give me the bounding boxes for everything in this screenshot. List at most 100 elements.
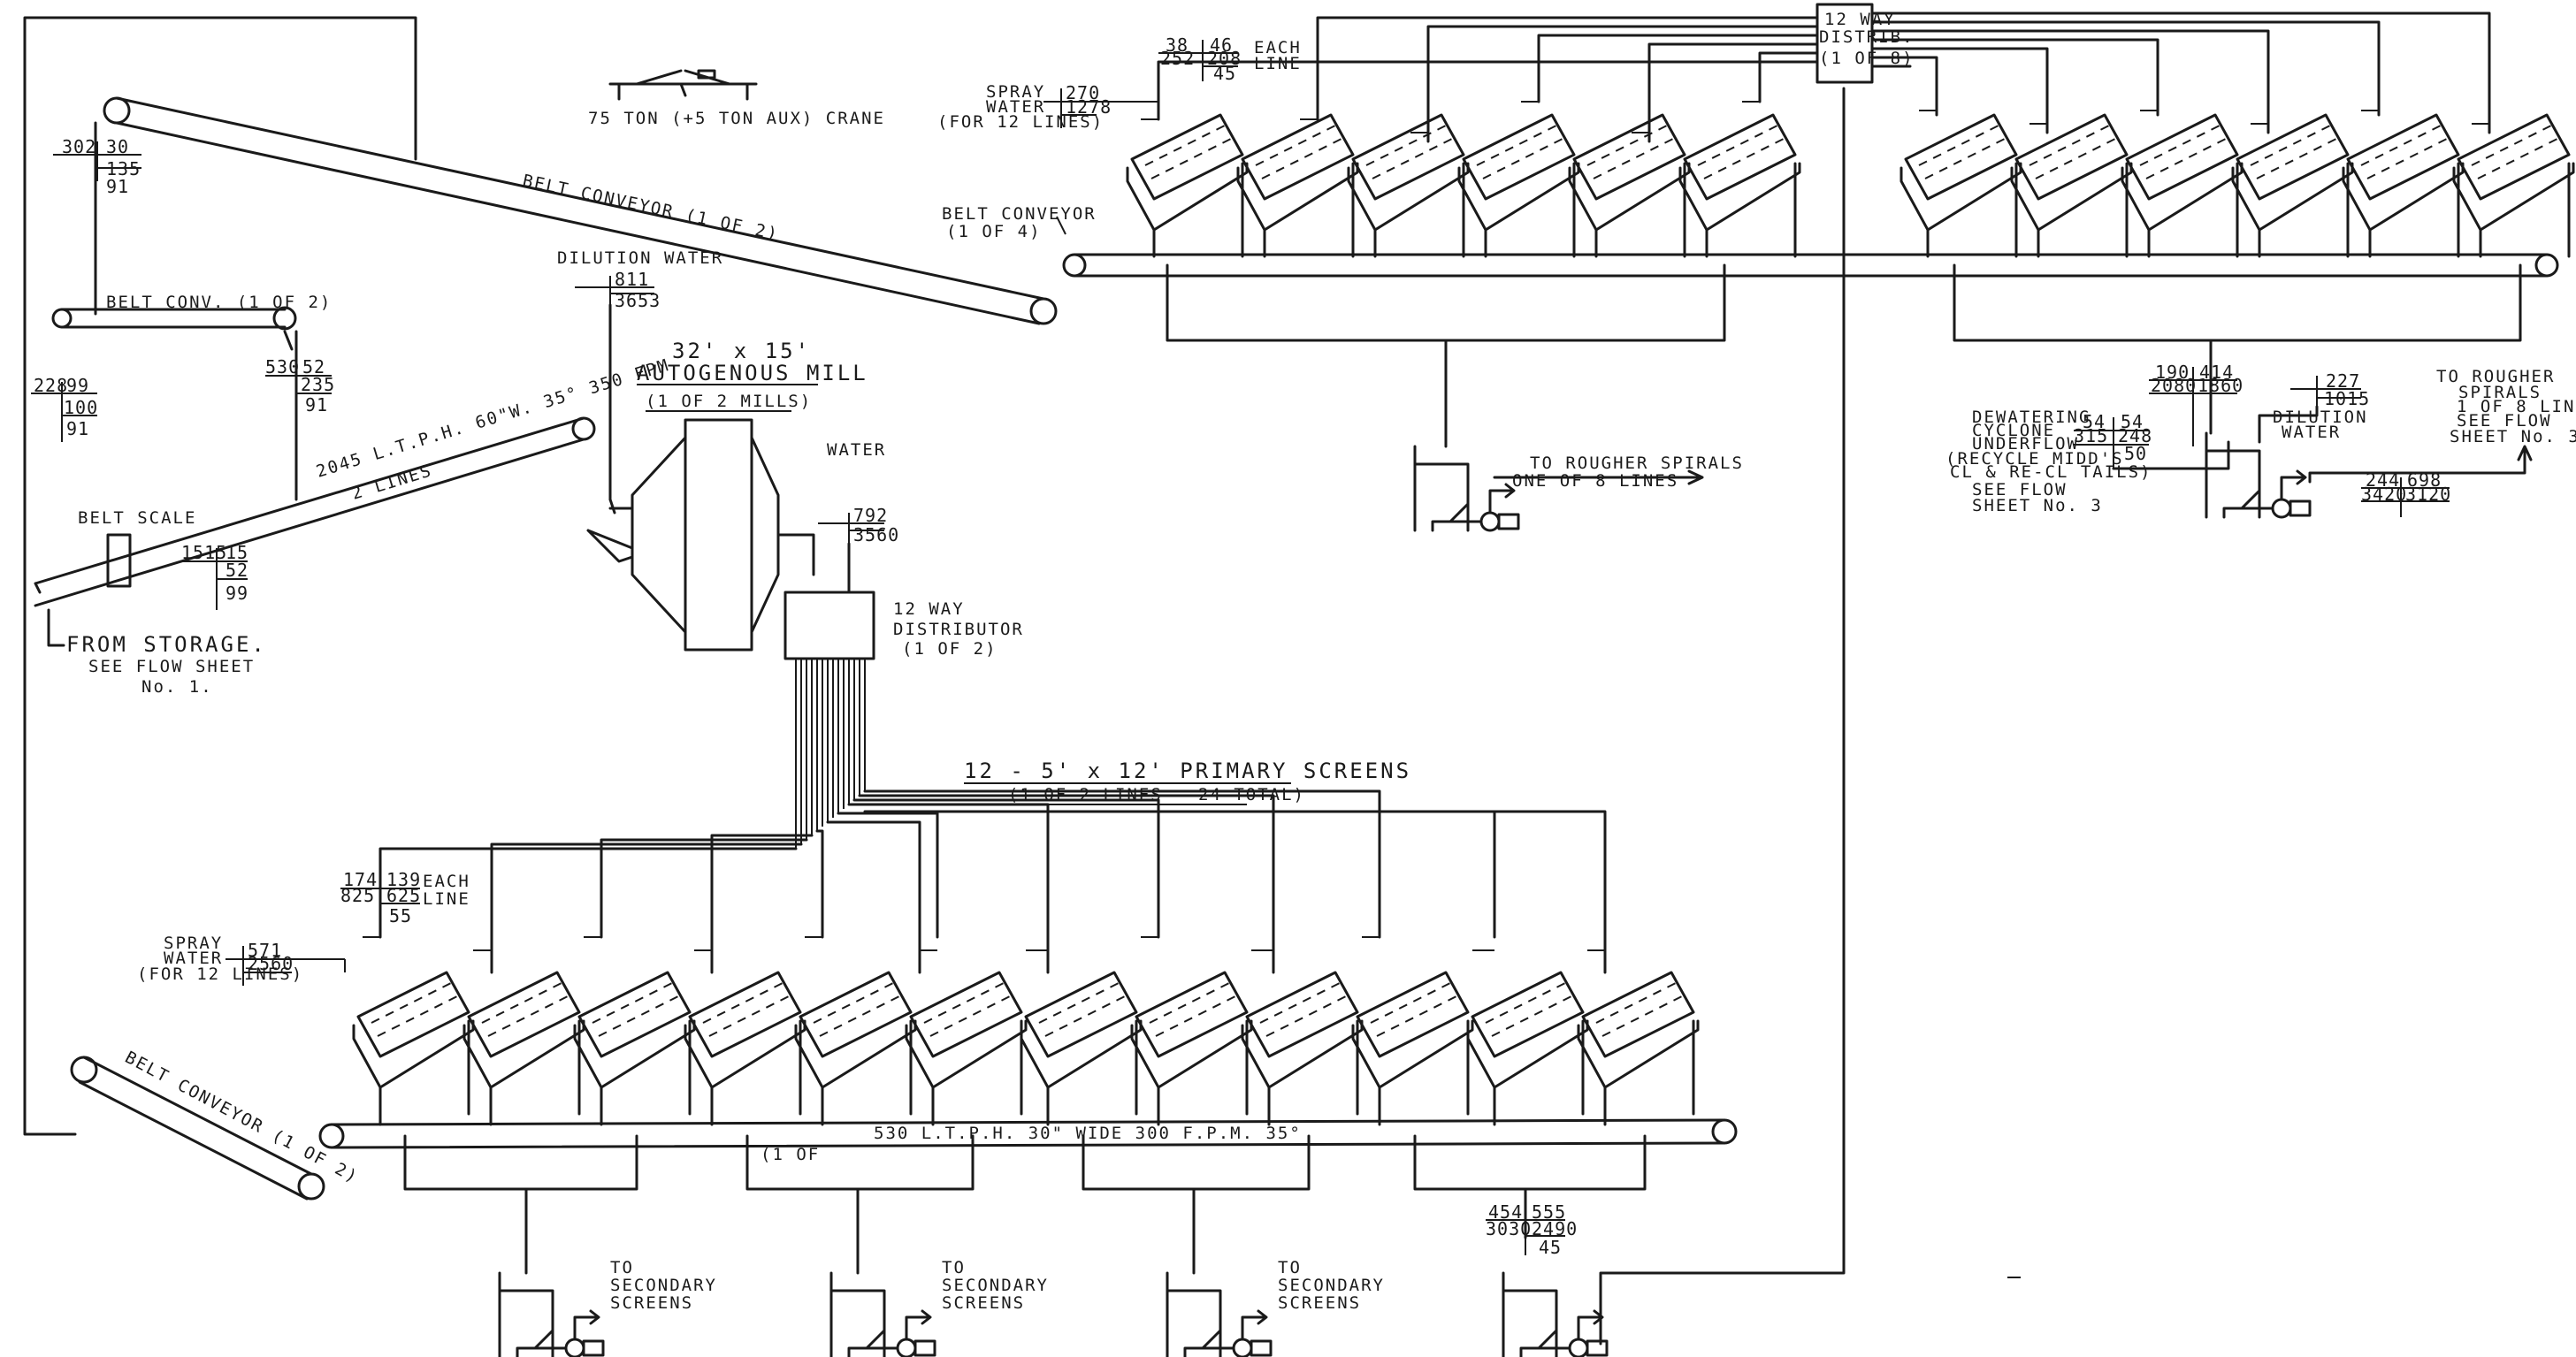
primary-screen-8: [1132, 972, 1251, 1114]
dewatering-5: CL & RE-CL TAILS): [1950, 462, 2152, 482]
s54-e: 50: [2124, 443, 2147, 464]
s244-d: 3120: [2405, 484, 2451, 505]
sump-pump-top-1: [1415, 446, 1518, 530]
s792-b: 3560: [853, 524, 899, 545]
s227-b: 1015: [2324, 388, 2370, 409]
to-secondary-label-3-3: SCREENS: [1278, 1293, 1361, 1313]
primary-feed-lines-2: [849, 791, 1494, 972]
to-secondary-label-3-2: SECONDARY: [1278, 1276, 1385, 1295]
top-screen-9: [2122, 115, 2242, 256]
s190-d: 1860: [2198, 375, 2243, 396]
top-screen-10: [2233, 115, 2352, 256]
stream-1515: 1515 15 52 99: [181, 542, 248, 610]
primary-screen-3: [575, 972, 694, 1114]
stream-228: 228 99 100 91: [31, 375, 98, 442]
top-screen-2: [1238, 115, 1357, 256]
belt-conveyor-bottom-long: 530 L.T.P.H. 30" WIDE 300 F.P.M. 35° (1 …: [320, 1120, 1736, 1164]
from-storage-3: No. 1.: [141, 677, 213, 697]
mill-name: AUTOGENOUS MILL: [637, 361, 868, 385]
to-secondary-label-1-2: SECONDARY: [610, 1276, 717, 1295]
distributor-1: 12 WAY: [893, 599, 965, 619]
to-rougher-2: ONE OF 8 LINES: [1512, 471, 1678, 491]
primary-undersize-headers: [405, 1136, 1645, 1273]
top-screen-4: [1459, 115, 1578, 256]
primary-screen-7: [1021, 972, 1141, 1114]
to-rougher-r5: SHEET No. 3.: [2450, 427, 2576, 446]
primary-screen-11: [1468, 972, 1587, 1114]
s530-a: 530: [265, 356, 300, 377]
primary-screen-12: [1578, 972, 1698, 1114]
see-flow-2: SHEET No. 3: [1972, 496, 2103, 515]
s38-e: 45: [1213, 63, 1236, 84]
s244-c: 3420: [2361, 484, 2407, 505]
to-secondary-label-2-3: SCREENS: [942, 1293, 1025, 1313]
belt-conveyor-top: BELT CONVEYOR (1 OF 2): [104, 98, 1056, 324]
s811-a: 811: [615, 269, 649, 290]
distributor-2: DISTRIBUTOR: [893, 620, 1024, 639]
stream-174: 174 139 825 625 55 EACH LINE: [340, 869, 470, 928]
belt-conv-small-label: BELT CONV. (1 OF 2): [106, 293, 332, 312]
crane-label: 75 TON (+5 TON AUX) CRANE: [588, 109, 885, 128]
primary-feed-ticks: [363, 937, 1605, 950]
s1515-c: 52: [225, 560, 248, 581]
s174-d: 625: [386, 885, 421, 906]
mill-title: 32' x 15': [672, 339, 811, 363]
s228-a: 228: [34, 375, 68, 396]
from-storage-1: FROM STORAGE.: [66, 632, 267, 657]
s174-c: 825: [340, 885, 375, 906]
stream-530: 530 52 235 91: [265, 356, 335, 415]
belt-scale-label: BELT SCALE: [78, 508, 196, 528]
top-screen-1: [1127, 115, 1247, 256]
primary-screen-9: [1242, 972, 1362, 1114]
s302-b: 30: [106, 136, 129, 157]
sump-pump-1: [500, 1273, 603, 1357]
from-storage-2: SEE FLOW SHEET: [88, 657, 255, 676]
top-screen-8: [2012, 115, 2131, 256]
top-screen-3: [1349, 115, 1468, 256]
s190-c: 2080: [2151, 375, 2197, 396]
s270-b: 1278: [1066, 96, 1112, 118]
to-secondary-label-1-1: TO: [610, 1258, 634, 1277]
s571-b: 2560: [248, 953, 294, 974]
from-storage: FROM STORAGE. SEE FLOW SHEET No. 1.: [49, 610, 267, 697]
feed-line-1: 2045 L.T.P.H. 60"W. 35° 350 FPM: [314, 355, 672, 482]
top-screens: [1127, 115, 2573, 256]
top-screen-5: [1570, 115, 1689, 256]
primary-screen-10: [1353, 972, 1472, 1114]
stream-270: SPRAY WATER (FOR 12 LINES) 270 1278: [937, 82, 1158, 132]
stream-190: 190 414 2080 1860: [2149, 362, 2243, 446]
primary-feed-lines: [380, 812, 1605, 972]
mill-count: (1 OF 2 MILLS): [646, 392, 812, 411]
each-line-label: LINE: [423, 889, 470, 909]
top-screen-6: [1680, 115, 1800, 256]
stream-454: 454 555 3030 2490 45: [1486, 1201, 1578, 1258]
distributor-3: (1 OF 2): [902, 639, 998, 659]
s228-c: 100: [64, 397, 98, 418]
stream-38: 38 46 252 208 45 EACH LINE: [1158, 34, 1302, 84]
s174-e: 55: [389, 905, 412, 926]
to-secondary-label-2-2: SECONDARY: [942, 1276, 1049, 1295]
to-secondary-labels: TOSECONDARYSCREENSTOSECONDARYSCREENSTOSE…: [610, 1258, 1385, 1313]
primary-screens-title: 12 - 5' x 12' PRIMARY SCREENS: [964, 759, 1411, 783]
to-secondary-label-3-1: TO: [1278, 1258, 1302, 1277]
s302-a: 302: [62, 136, 96, 157]
s530-c: 235: [301, 374, 335, 395]
s1515-d: 99: [225, 583, 248, 604]
sump-pump-top-2: [2206, 433, 2310, 517]
s792-a: 792: [853, 505, 888, 526]
water-label: WATER: [827, 440, 886, 460]
s54-c: 315: [2074, 425, 2108, 446]
to-rougher-1: TO ROUGHER SPIRALS: [1530, 454, 1744, 473]
belt-conveyor-bottom-left: BELT CONVEYOR (1 OF 2): [72, 1048, 362, 1199]
belt-conveyor-right-1: BELT CONVEYOR: [942, 204, 1097, 224]
stream-54: DEWATERING CYCLONE UNDERFLOW (RECYCLE MI…: [1945, 408, 2228, 515]
s38-c: 252: [1160, 48, 1195, 69]
s530-d: 91: [305, 394, 328, 415]
s228-d: 91: [66, 418, 89, 439]
top-feed-ticks: [1141, 102, 2489, 133]
sump-pump-4: [1503, 1273, 1607, 1357]
crane: 75 TON (+5 TON AUX) CRANE: [588, 71, 885, 128]
stream-227: 227 1015 DILUTION WATER: [2259, 370, 2370, 442]
